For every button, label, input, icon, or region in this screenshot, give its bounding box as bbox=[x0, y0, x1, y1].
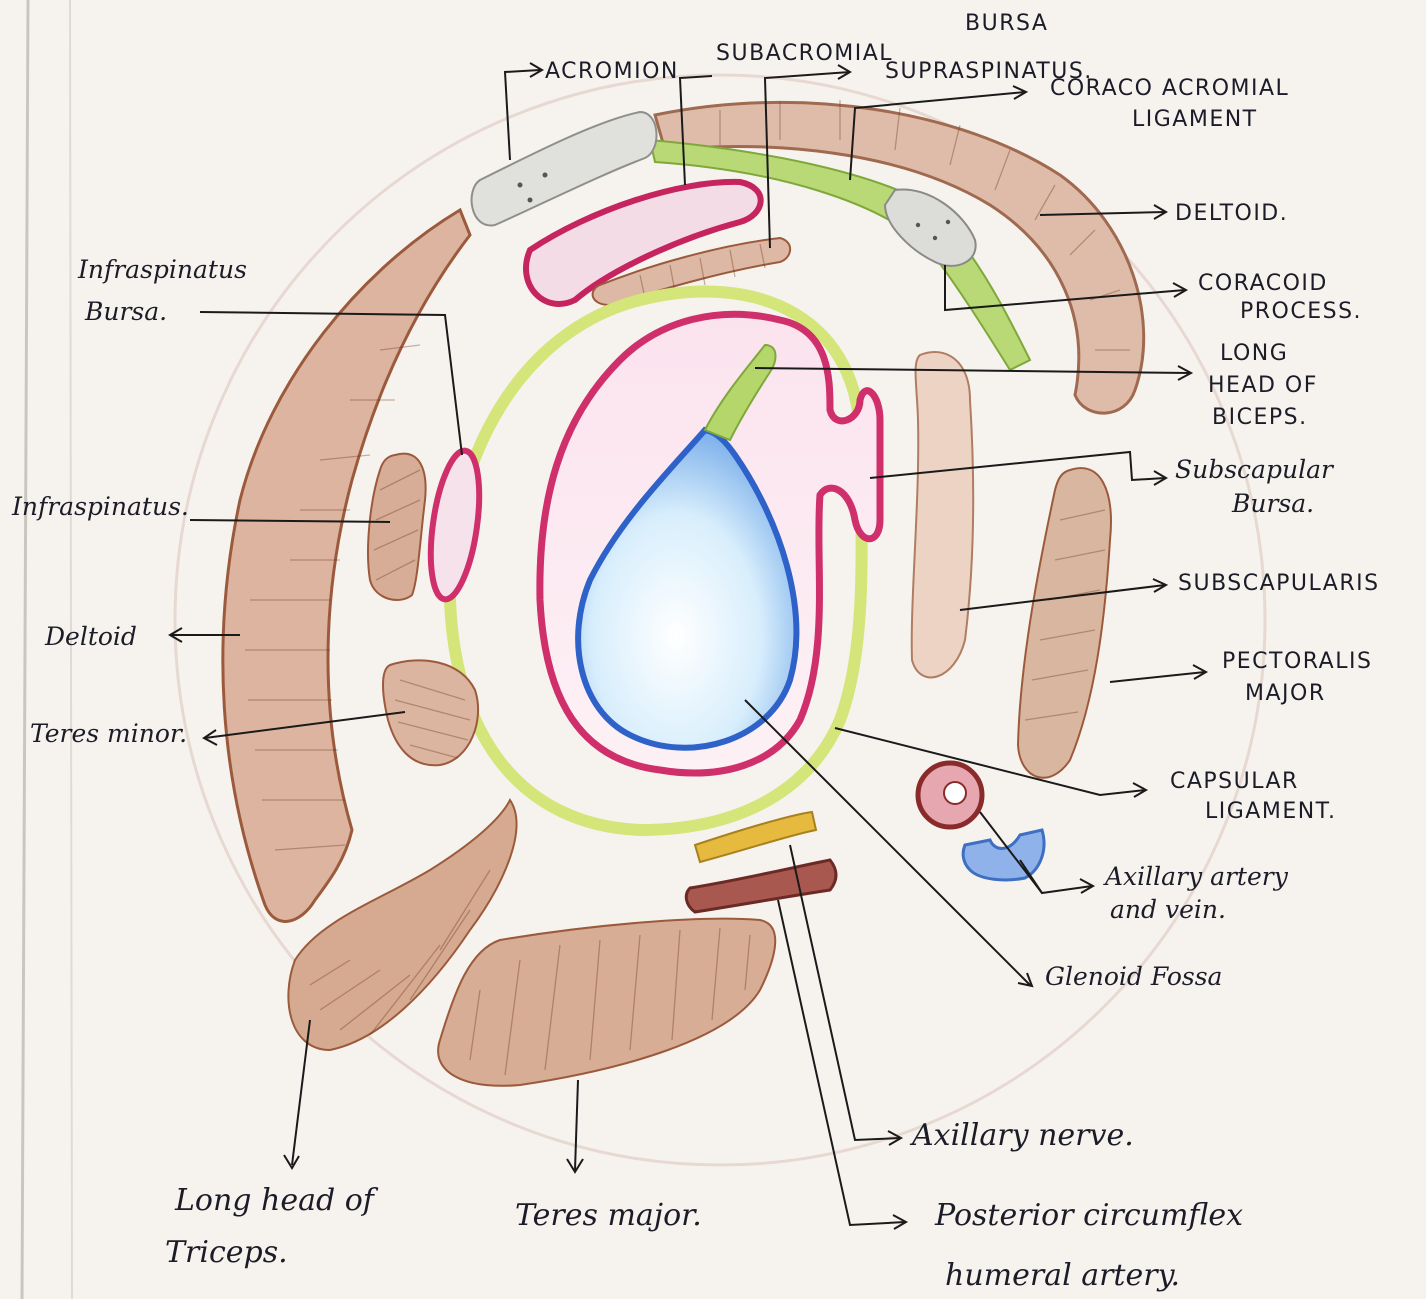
coracoid-dot bbox=[916, 223, 920, 227]
label-deltoid-right: DELTOID. bbox=[1175, 201, 1288, 226]
label-deltoid-left: Deltoid bbox=[44, 622, 137, 651]
label-acromion: ACROMION bbox=[545, 59, 679, 84]
subscapularis-muscle bbox=[912, 352, 974, 677]
coracoid-dot bbox=[933, 236, 937, 240]
acromion-dot bbox=[518, 183, 523, 188]
label-teres-major: Teres major. bbox=[515, 1198, 702, 1233]
label-biceps-line2: HEAD OF bbox=[1208, 373, 1318, 398]
axillary-artery-lumen bbox=[944, 782, 966, 804]
acromion-dot bbox=[528, 198, 533, 203]
label-subscapularis: SUBSCAPULARIS bbox=[1178, 571, 1380, 596]
label-subscapular-bursa-line1: Subscapular bbox=[1175, 455, 1335, 484]
label-posterior-circumflex-line1: Posterior circumflex bbox=[934, 1198, 1243, 1233]
label-infraspinatus-bursa-line1: Infraspinatus bbox=[77, 255, 247, 284]
label-biceps-line1: LONG bbox=[1220, 341, 1288, 366]
label-long-head-triceps-line2: Triceps. bbox=[165, 1235, 288, 1270]
label-subscapular-bursa-line2: Bursa. bbox=[1231, 489, 1314, 518]
label-pectoralis-line2: MAJOR bbox=[1245, 681, 1326, 706]
label-pectoralis-line1: PECTORALIS bbox=[1222, 649, 1372, 674]
label-coracoid-line1: CORACOID bbox=[1198, 271, 1328, 296]
label-subacromial-bursa-line2: BURSA bbox=[965, 11, 1048, 36]
label-glenoid: Glenoid Fossa bbox=[1045, 962, 1222, 991]
label-coracoacromial-line2: LIGAMENT bbox=[1132, 107, 1258, 132]
label-capsular-line2: LIGAMENT. bbox=[1205, 799, 1337, 824]
label-axillary-nerve: Axillary nerve. bbox=[909, 1118, 1134, 1153]
label-coracoacromial-line1: CORACO ACROMIAL bbox=[1050, 76, 1289, 101]
label-long-head-triceps-line1: Long head of bbox=[174, 1183, 379, 1218]
coracoid-dot bbox=[946, 220, 950, 224]
acromion-dot bbox=[543, 173, 548, 178]
label-infraspinatus: Infraspinatus. bbox=[11, 492, 189, 521]
label-biceps-line3: BICEPS. bbox=[1212, 405, 1308, 430]
label-axillary-artery-line2: and vein. bbox=[1110, 895, 1226, 924]
label-subacromial-bursa-line1: SUBACROMIAL bbox=[716, 41, 893, 66]
label-infraspinatus-bursa-line2: Bursa. bbox=[84, 297, 167, 326]
label-capsular-line1: CAPSULAR bbox=[1170, 769, 1299, 794]
label-axillary-artery-line1: Axillary artery bbox=[1103, 862, 1289, 891]
label-teres-minor: Teres minor. bbox=[30, 719, 187, 748]
label-coracoid-line2: PROCESS. bbox=[1240, 299, 1362, 324]
label-posterior-circumflex-line2: humeral artery. bbox=[945, 1258, 1180, 1293]
